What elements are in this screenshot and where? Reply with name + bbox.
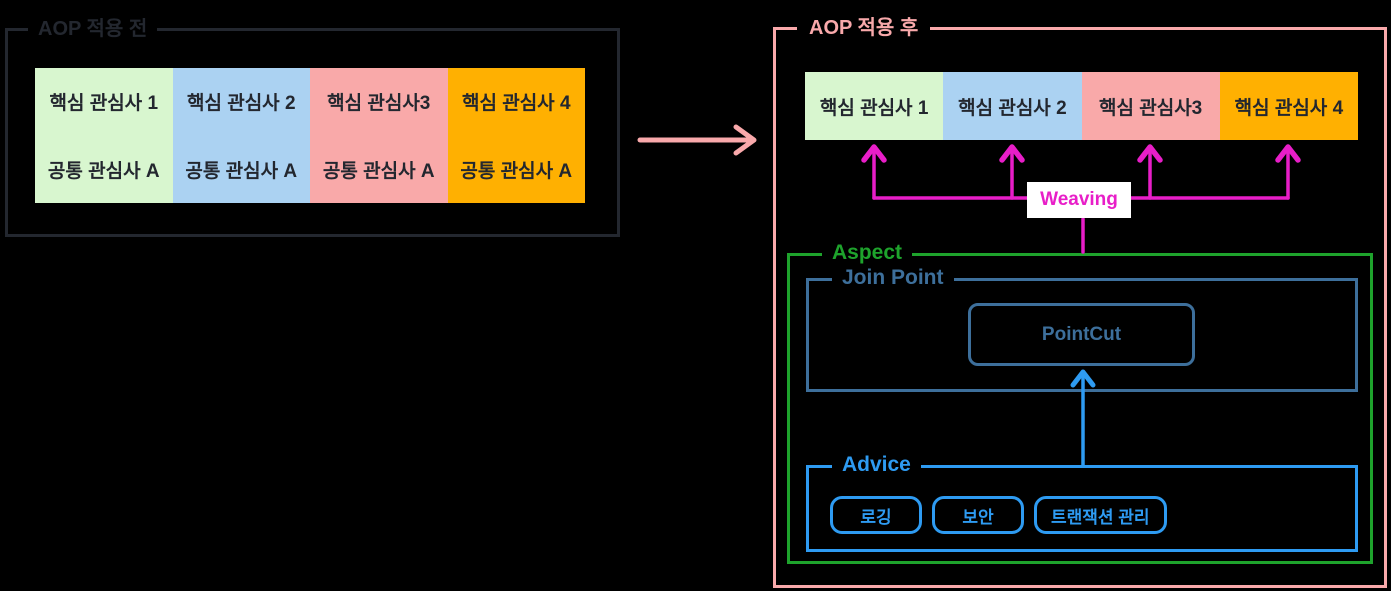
core-concern-block-2: 핵심 관심사 2: [943, 72, 1082, 140]
before-aop-title: AOP 적용 전: [28, 16, 158, 42]
concern-column-2: 핵심 관심사 2 공통 관심사 A: [172, 68, 310, 203]
concern-column-1: 핵심 관심사 1 공통 관심사 A: [35, 68, 173, 203]
advice-item-label: 로깅: [860, 507, 892, 527]
advice-item-security: 보안: [932, 496, 1024, 534]
core-concern-label: 핵심 관심사 4: [1234, 97, 1344, 119]
before-aop-panel: [5, 28, 620, 237]
advice-item-label: 트랜잭션 관리: [1051, 507, 1150, 527]
common-concern-label: 공통 관심사 A: [322, 160, 435, 182]
before-aop-blocks: 핵심 관심사 1 공통 관심사 A 핵심 관심사 2 공통 관심사 A 핵심 관…: [35, 68, 585, 203]
common-concern-label: 공통 관심사 A: [47, 160, 160, 182]
advice-item-logging: 로깅: [830, 496, 922, 534]
after-aop-blocks: 핵심 관심사 1 핵심 관심사 2 핵심 관심사3 핵심 관심사 4: [805, 72, 1358, 140]
core-concern-label: 핵심 관심사 1: [819, 97, 929, 119]
core-concern-label: 핵심 관심사 2: [958, 97, 1067, 119]
after-aop-panel: [773, 27, 1387, 588]
core-concern-label: 핵심 관심사 2: [186, 93, 296, 115]
core-concern-label: 핵심 관심사 4: [461, 93, 571, 115]
advice-items: 로깅 보안 트랜잭션 관리: [830, 496, 1167, 534]
common-concern-label: 공통 관심사 A: [460, 160, 573, 182]
advice-title: Advice: [832, 452, 921, 478]
core-concern-block-4: 핵심 관심사 4: [1219, 72, 1358, 140]
concern-column-4: 핵심 관심사 4 공통 관심사 A: [447, 68, 585, 203]
aspect-box: [787, 253, 1373, 564]
weaving-label: Weaving: [1027, 182, 1131, 218]
core-concern-label: 핵심 관심사3: [327, 93, 431, 115]
core-concern-label: 핵심 관심사3: [1099, 97, 1203, 119]
pointcut-label: PointCut: [1041, 323, 1122, 345]
pointcut-box: PointCut: [968, 303, 1195, 366]
common-concern-label: 공통 관심사 A: [185, 160, 298, 182]
advice-item-label: 보안: [962, 507, 994, 527]
core-concern-block-1: 핵심 관심사 1: [805, 72, 944, 140]
aspect-title: Aspect: [822, 240, 913, 266]
core-concern-label: 핵심 관심사 1: [49, 93, 159, 115]
transform-arrow: [637, 124, 757, 156]
core-concern-block-3: 핵심 관심사3: [1081, 72, 1220, 140]
after-aop-title: AOP 적용 후: [797, 15, 931, 41]
advice-item-transaction: 트랜잭션 관리: [1034, 496, 1167, 534]
concern-column-3: 핵심 관심사3 공통 관심사 A: [310, 68, 448, 203]
join-point-title: Join Point: [832, 265, 954, 291]
